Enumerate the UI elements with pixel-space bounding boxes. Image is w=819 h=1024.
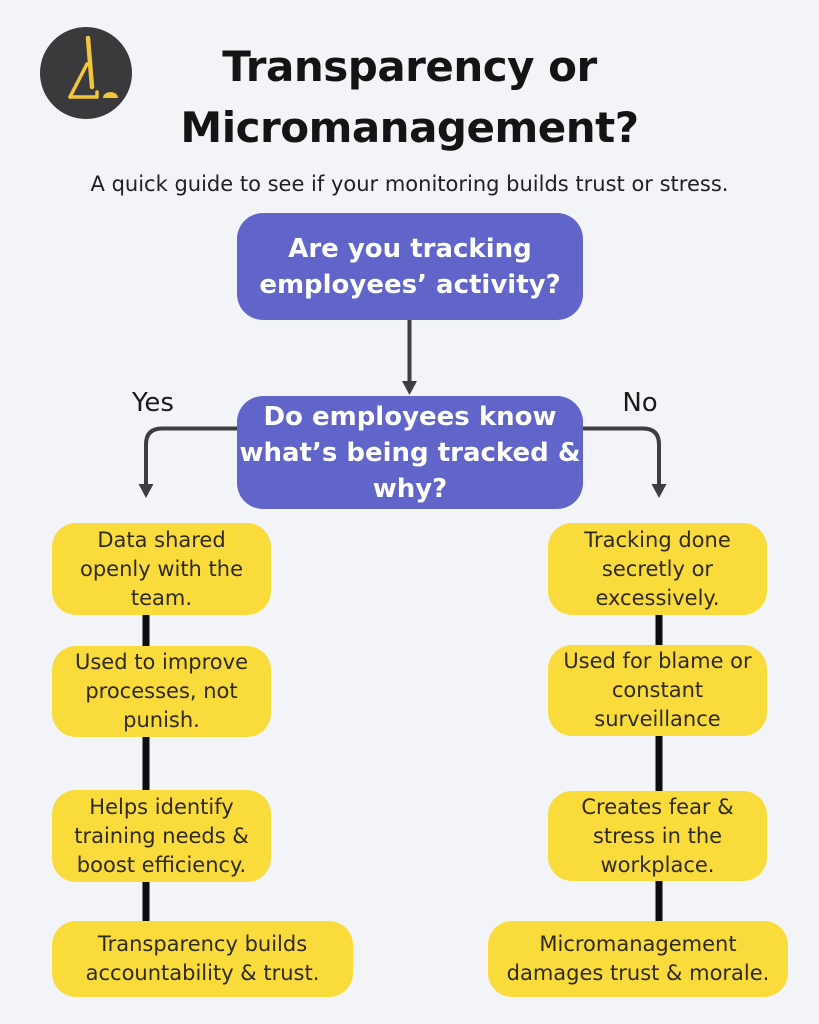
yes-branch-arrow [144,426,237,486]
page-subtitle: A quick guide to see if your monitoring … [90,172,729,196]
no-branch-arrow-head [651,484,667,498]
no-branch-label: No [622,388,658,418]
arrow-q1-to-q2-head [402,381,417,395]
yes-branch-arrow-head [138,484,154,498]
monitor-and-mouse-icon [40,27,132,119]
brand-logo [40,27,132,119]
yes-branch-label: Yes [132,388,174,418]
no-branch-arrow [583,426,661,486]
